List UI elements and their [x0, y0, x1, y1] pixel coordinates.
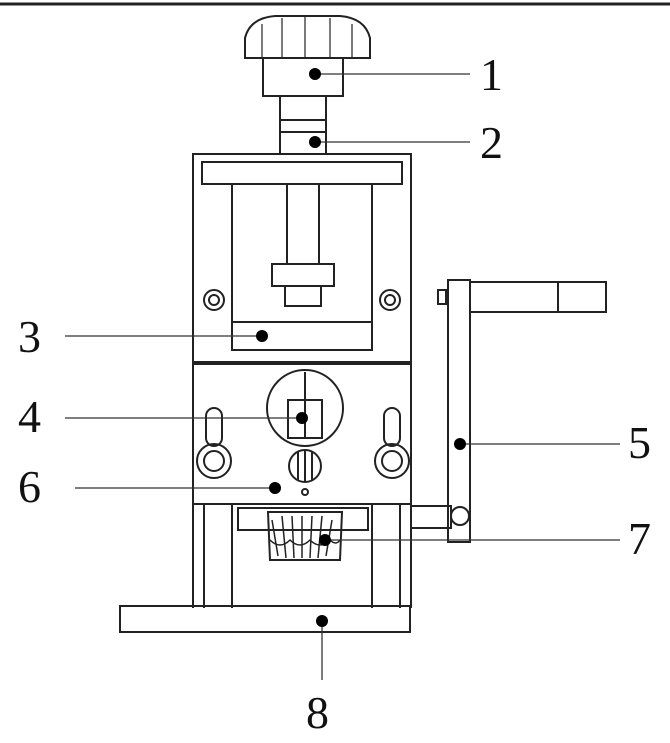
callout-label-7: 7 — [628, 513, 651, 564]
knob-collar — [262, 57, 344, 97]
crank-arm — [447, 279, 471, 543]
dot-8 — [316, 615, 328, 627]
dot-7 — [319, 534, 331, 546]
callout-label-2: 2 — [480, 117, 503, 168]
wing-knob-left — [196, 443, 232, 479]
leader-lines — [65, 73, 620, 680]
gear-roller — [266, 511, 344, 561]
callout-label-3: 3 — [18, 311, 41, 362]
dot-2 — [309, 136, 321, 148]
crank-handle — [469, 281, 607, 313]
crank-axle — [410, 505, 452, 529]
base-plate — [119, 605, 411, 633]
callout-label-8: 8 — [306, 687, 329, 738]
dot-1 — [309, 68, 321, 80]
callout-label-6: 6 — [18, 461, 41, 512]
callout-label-1: 1 — [480, 49, 503, 100]
slot-left — [205, 407, 223, 447]
upper-frame — [192, 153, 412, 365]
dot-4 — [296, 412, 308, 424]
knob — [244, 15, 371, 59]
slot-right — [383, 407, 401, 447]
dot-5 — [454, 438, 466, 450]
gear-housing — [237, 507, 369, 531]
screw-nut — [271, 263, 335, 287]
callout-dots — [256, 68, 466, 627]
blade-window — [266, 369, 344, 447]
threaded-screw — [286, 183, 320, 265]
front-block — [192, 361, 412, 505]
callout-label-5: 5 — [628, 417, 651, 468]
frame-screw-right — [379, 289, 401, 311]
wing-knob-right — [374, 443, 410, 479]
frame-screw-left — [203, 289, 225, 311]
callout-label-4: 4 — [18, 391, 41, 442]
dot-6 — [269, 482, 281, 494]
dot-3 — [256, 330, 268, 342]
